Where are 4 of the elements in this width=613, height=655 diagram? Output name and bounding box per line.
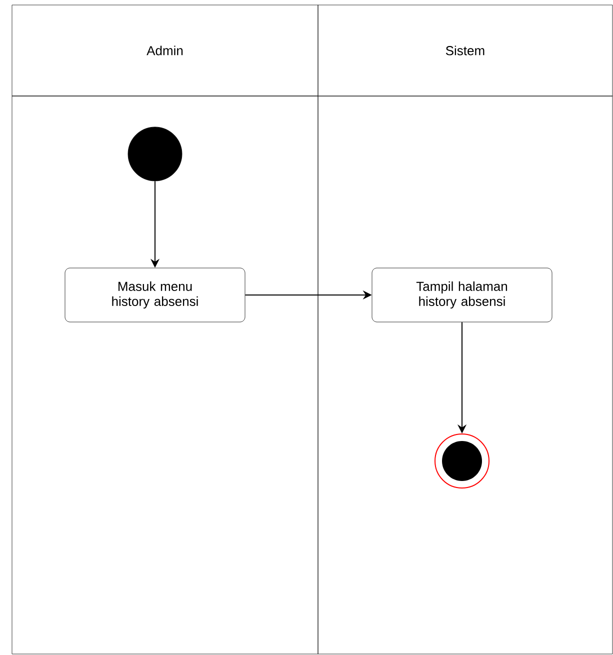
action-box: Tampil halaman history absensi (372, 268, 552, 322)
action-box: Masuk menu history absensi (64, 268, 246, 322)
start-node (128, 126, 182, 182)
end-node (434, 434, 490, 488)
